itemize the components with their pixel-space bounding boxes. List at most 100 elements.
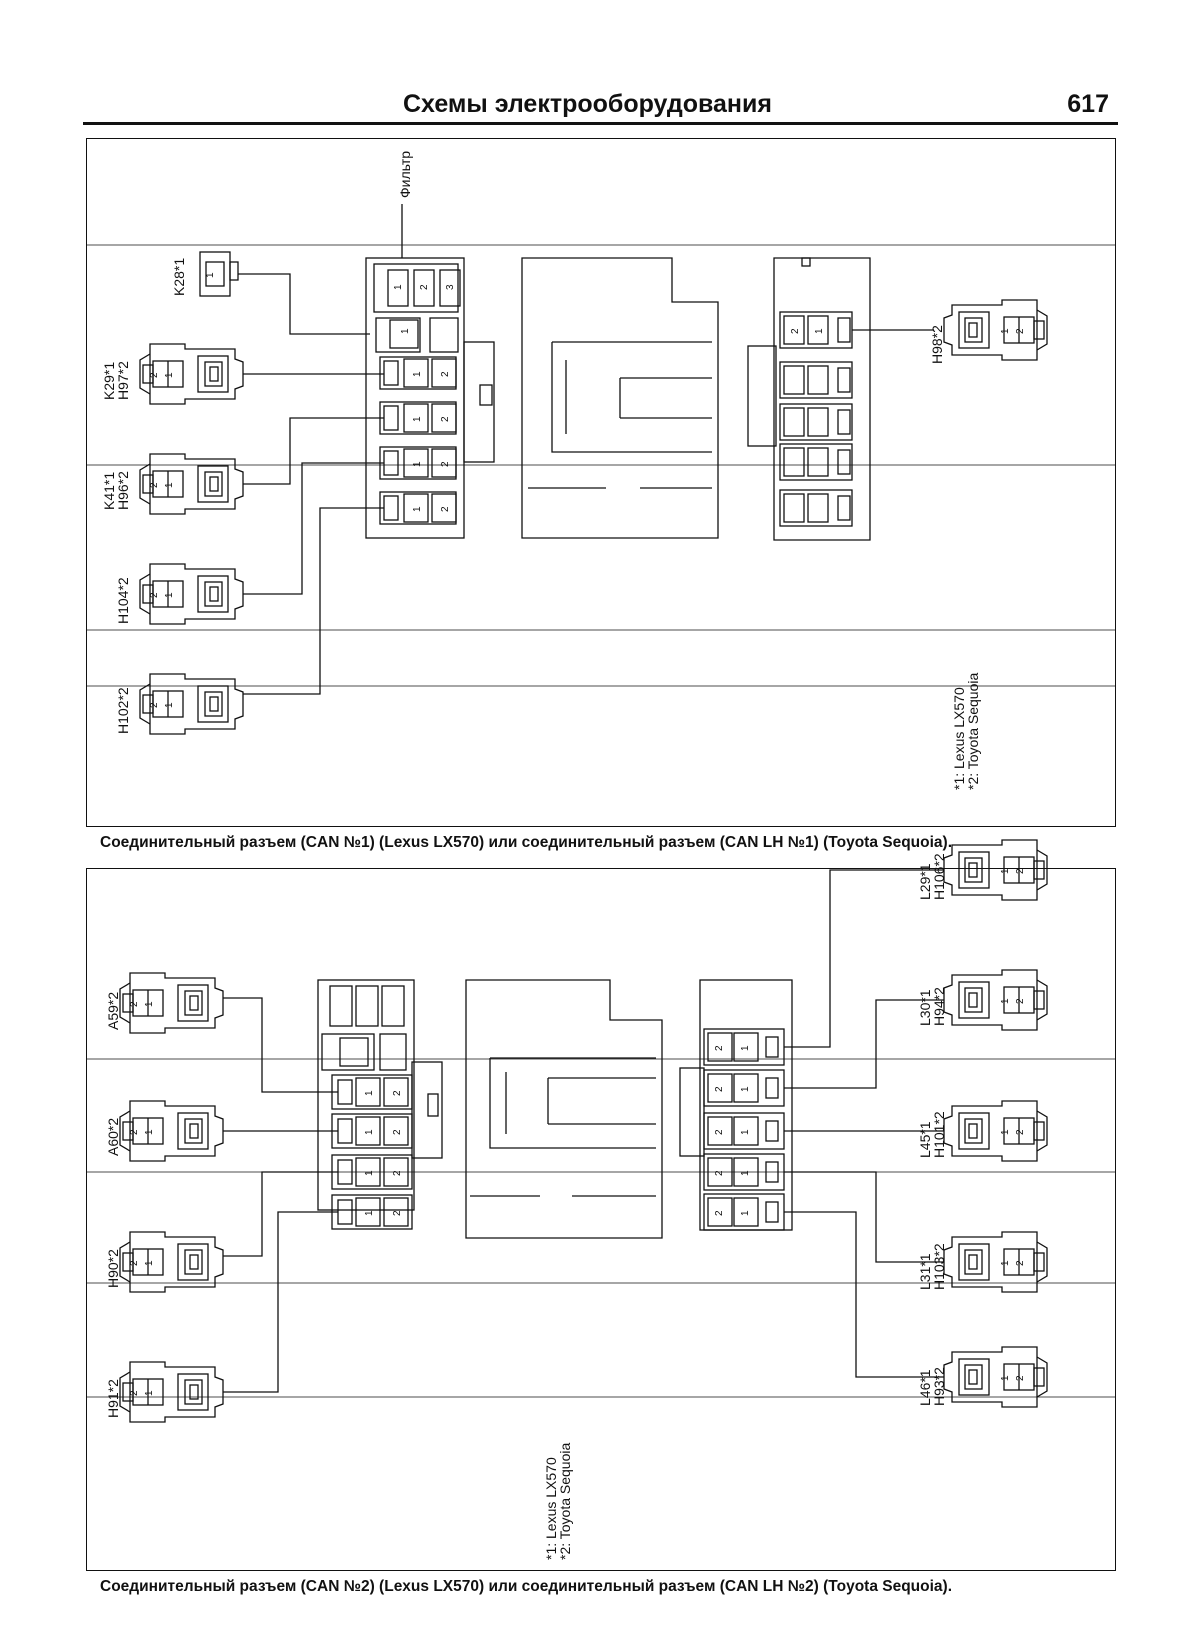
page-number: 617 — [1067, 90, 1109, 118]
pin-label-1: 1 — [1000, 1129, 1011, 1135]
pin-label-1: 1 — [164, 592, 175, 598]
panel2-caption: Соединительный разъем (CAN №2) (Lexus LX… — [100, 1578, 953, 1595]
footnote-2: *2: Toyota Sequoia — [965, 673, 981, 790]
pin-label-1: 1 — [164, 482, 175, 488]
pin-label-1: 1 — [144, 1260, 155, 1266]
pin-label-1: 1 — [412, 506, 423, 512]
pin-label-2: 2 — [129, 1001, 140, 1007]
header-rule — [83, 122, 1118, 125]
k28-connector: 1 — [199, 251, 239, 297]
label-h94: H94*2 — [931, 987, 947, 1026]
pin-label-2: 2 — [1015, 1375, 1026, 1381]
label-h97: H97*2 — [115, 361, 131, 400]
can2-right-block: 2 1 2 1 2 1 2 1 2 1 — [679, 979, 793, 1231]
pin-label-1: 1 — [1000, 328, 1011, 334]
can2-center-block — [465, 979, 663, 1239]
pin-label-1: 1 — [1000, 1375, 1011, 1381]
pin-label-1: 1 — [364, 1170, 375, 1176]
pin-label-2: 2 — [392, 1090, 403, 1096]
pin-label-2: 2 — [129, 1260, 140, 1266]
label-l30: L30*1 — [917, 989, 933, 1026]
label-h93: H93*2 — [931, 1367, 947, 1406]
pin-label-2: 2 — [440, 506, 451, 512]
pin-label-1: 1 — [164, 372, 175, 378]
label-a59: A59*2 — [105, 992, 121, 1030]
pin-label-2: 2 — [1015, 1260, 1026, 1266]
pin-label-2: 2 — [790, 328, 801, 334]
label-l29: L29*1 — [917, 863, 933, 900]
diagram-panel-can2 — [86, 868, 1116, 1571]
label-h90: H90*2 — [105, 1249, 121, 1288]
pin-label-2: 2 — [440, 416, 451, 422]
pin-label-2: 2 — [129, 1129, 140, 1135]
footnote-2: *2: Toyota Sequoia — [557, 1443, 573, 1560]
pin-label-1: 1 — [364, 1090, 375, 1096]
pin-label-2: 2 — [129, 1390, 140, 1396]
pin-label-1: 1 — [144, 1390, 155, 1396]
pin-label-1: 1 — [740, 1086, 751, 1092]
pin-label-2: 2 — [714, 1170, 725, 1176]
pin-label-1: 1 — [740, 1129, 751, 1135]
pin-label-2: 2 — [440, 461, 451, 467]
pin-label-2: 2 — [149, 482, 160, 488]
page-header: Схемы электрооборудования 617 — [83, 88, 1109, 120]
pin-label: 1 — [393, 284, 404, 290]
pin-label-2: 2 — [714, 1210, 725, 1216]
pin-label-1: 1 — [740, 1170, 751, 1176]
pin-label-1: 1 — [144, 1001, 155, 1007]
label-l46: L46*1 — [917, 1369, 933, 1406]
pin-label-2: 2 — [392, 1210, 403, 1216]
pin-label-2: 2 — [1015, 328, 1026, 334]
label-h91: H91*2 — [105, 1379, 121, 1418]
pin-label-1: 1 — [412, 371, 423, 377]
pin-label-2: 2 — [149, 592, 160, 598]
label-k41: K41*1 — [101, 472, 117, 510]
label-h102: H102*2 — [115, 687, 131, 734]
pin-label-2: 2 — [1015, 868, 1026, 874]
pin-label-2: 2 — [714, 1045, 725, 1051]
label-h103: H103*2 — [931, 1243, 947, 1290]
panel1-caption: Соединительный разъем (CAN №1) (Lexus LX… — [100, 834, 953, 851]
pin-label-2: 2 — [1015, 1129, 1026, 1135]
pin-label-1: 1 — [364, 1129, 375, 1135]
pin-label-1: 1 — [144, 1129, 155, 1135]
label-h104: H104*2 — [115, 577, 131, 624]
pin-label-1: 1 — [164, 702, 175, 708]
can1-center-block — [521, 257, 719, 539]
pin-label-1: 1 — [740, 1210, 751, 1216]
label-k28: K28*1 — [171, 258, 187, 296]
pin-label-2: 2 — [714, 1086, 725, 1092]
label-h98: H98*2 — [929, 325, 945, 364]
pin-label-1: 1 — [1000, 998, 1011, 1004]
pin-label-1: 1 — [1000, 1260, 1011, 1266]
page-title: Схемы электрооборудования — [403, 90, 772, 118]
label-a60: A60*2 — [105, 1118, 121, 1156]
pin-label: 3 — [445, 284, 456, 290]
label-h101: H101*2 — [931, 1111, 947, 1158]
pin-label-1: 1 — [412, 461, 423, 467]
label-h106: H106*2 — [931, 853, 947, 900]
pin-label-1: 1 — [814, 328, 825, 334]
pin-label-1: 1 — [740, 1045, 751, 1051]
pin-label-2: 2 — [714, 1129, 725, 1135]
pin-label-1: 1 — [364, 1210, 375, 1216]
pin-label-2: 2 — [1015, 998, 1026, 1004]
pin-label-1: 1 — [412, 416, 423, 422]
diagram-panel-can1 — [86, 138, 1116, 827]
pin-label-2: 2 — [440, 371, 451, 377]
